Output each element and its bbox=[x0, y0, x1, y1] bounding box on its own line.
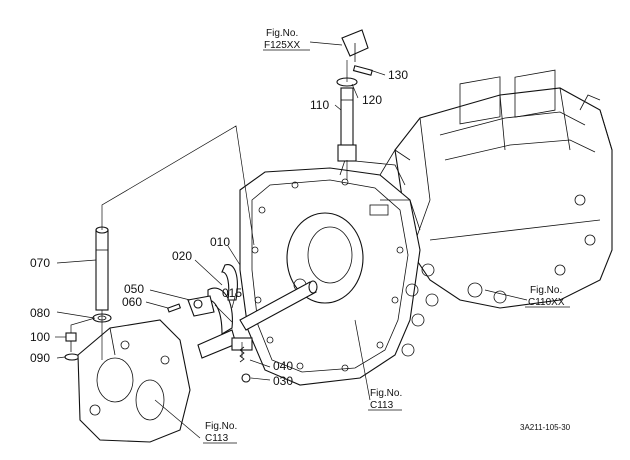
bolt-130 bbox=[352, 65, 373, 76]
label-050: 050 bbox=[124, 282, 144, 296]
label-040: 040 bbox=[273, 359, 293, 373]
label-015: 015 bbox=[222, 286, 242, 300]
clutch-housing bbox=[239, 149, 439, 386]
fig-ref-bottom-line1: Fig.No. bbox=[205, 421, 237, 432]
figure-refs: Fig.No. F125XX Fig.No. C110XX Fig.No. C1… bbox=[205, 28, 565, 444]
shaft-110 bbox=[337, 87, 357, 162]
fig-ref-right-line1: Fig.No. bbox=[530, 285, 562, 296]
part-labels: 010 015 020 030 040 050 060 070 080 090 … bbox=[30, 68, 408, 388]
bolt-100 bbox=[65, 332, 77, 352]
fig-ref-center-line1: Fig.No. bbox=[370, 388, 402, 399]
label-030: 030 bbox=[273, 374, 293, 388]
shaft-070 bbox=[95, 226, 109, 311]
fig-ref-right-line2: C110XX bbox=[528, 297, 565, 308]
label-020: 020 bbox=[172, 249, 192, 263]
transmission-case bbox=[394, 69, 613, 309]
label-100: 100 bbox=[30, 330, 50, 344]
shift-arm bbox=[187, 295, 215, 317]
label-010: 010 bbox=[210, 235, 230, 249]
label-060: 060 bbox=[122, 295, 142, 309]
leader-lines bbox=[55, 41, 528, 439]
fig-ref-top-line1: Fig.No. bbox=[266, 28, 298, 39]
label-090: 090 bbox=[30, 351, 50, 365]
label-110: 110 bbox=[310, 98, 329, 112]
lever-bracket bbox=[341, 29, 369, 62]
shift-shaft bbox=[239, 280, 318, 331]
label-070: 070 bbox=[30, 256, 50, 270]
washer-090 bbox=[64, 353, 80, 361]
label-080: 080 bbox=[30, 306, 50, 320]
document-code: 3A211-105-30 bbox=[520, 423, 571, 432]
label-120: 120 bbox=[362, 93, 382, 107]
figure-ref-underlines bbox=[203, 49, 570, 444]
fig-ref-bottom-line2: C113 bbox=[205, 433, 229, 444]
assembly-lines bbox=[70, 60, 348, 360]
label-130: 130 bbox=[388, 68, 408, 82]
pin bbox=[166, 303, 182, 313]
ball-030 bbox=[241, 373, 251, 383]
fig-ref-center-line2: C113 bbox=[370, 400, 394, 411]
fig-ref-top-line2: F125XX bbox=[264, 40, 300, 51]
front-cover bbox=[77, 319, 191, 443]
